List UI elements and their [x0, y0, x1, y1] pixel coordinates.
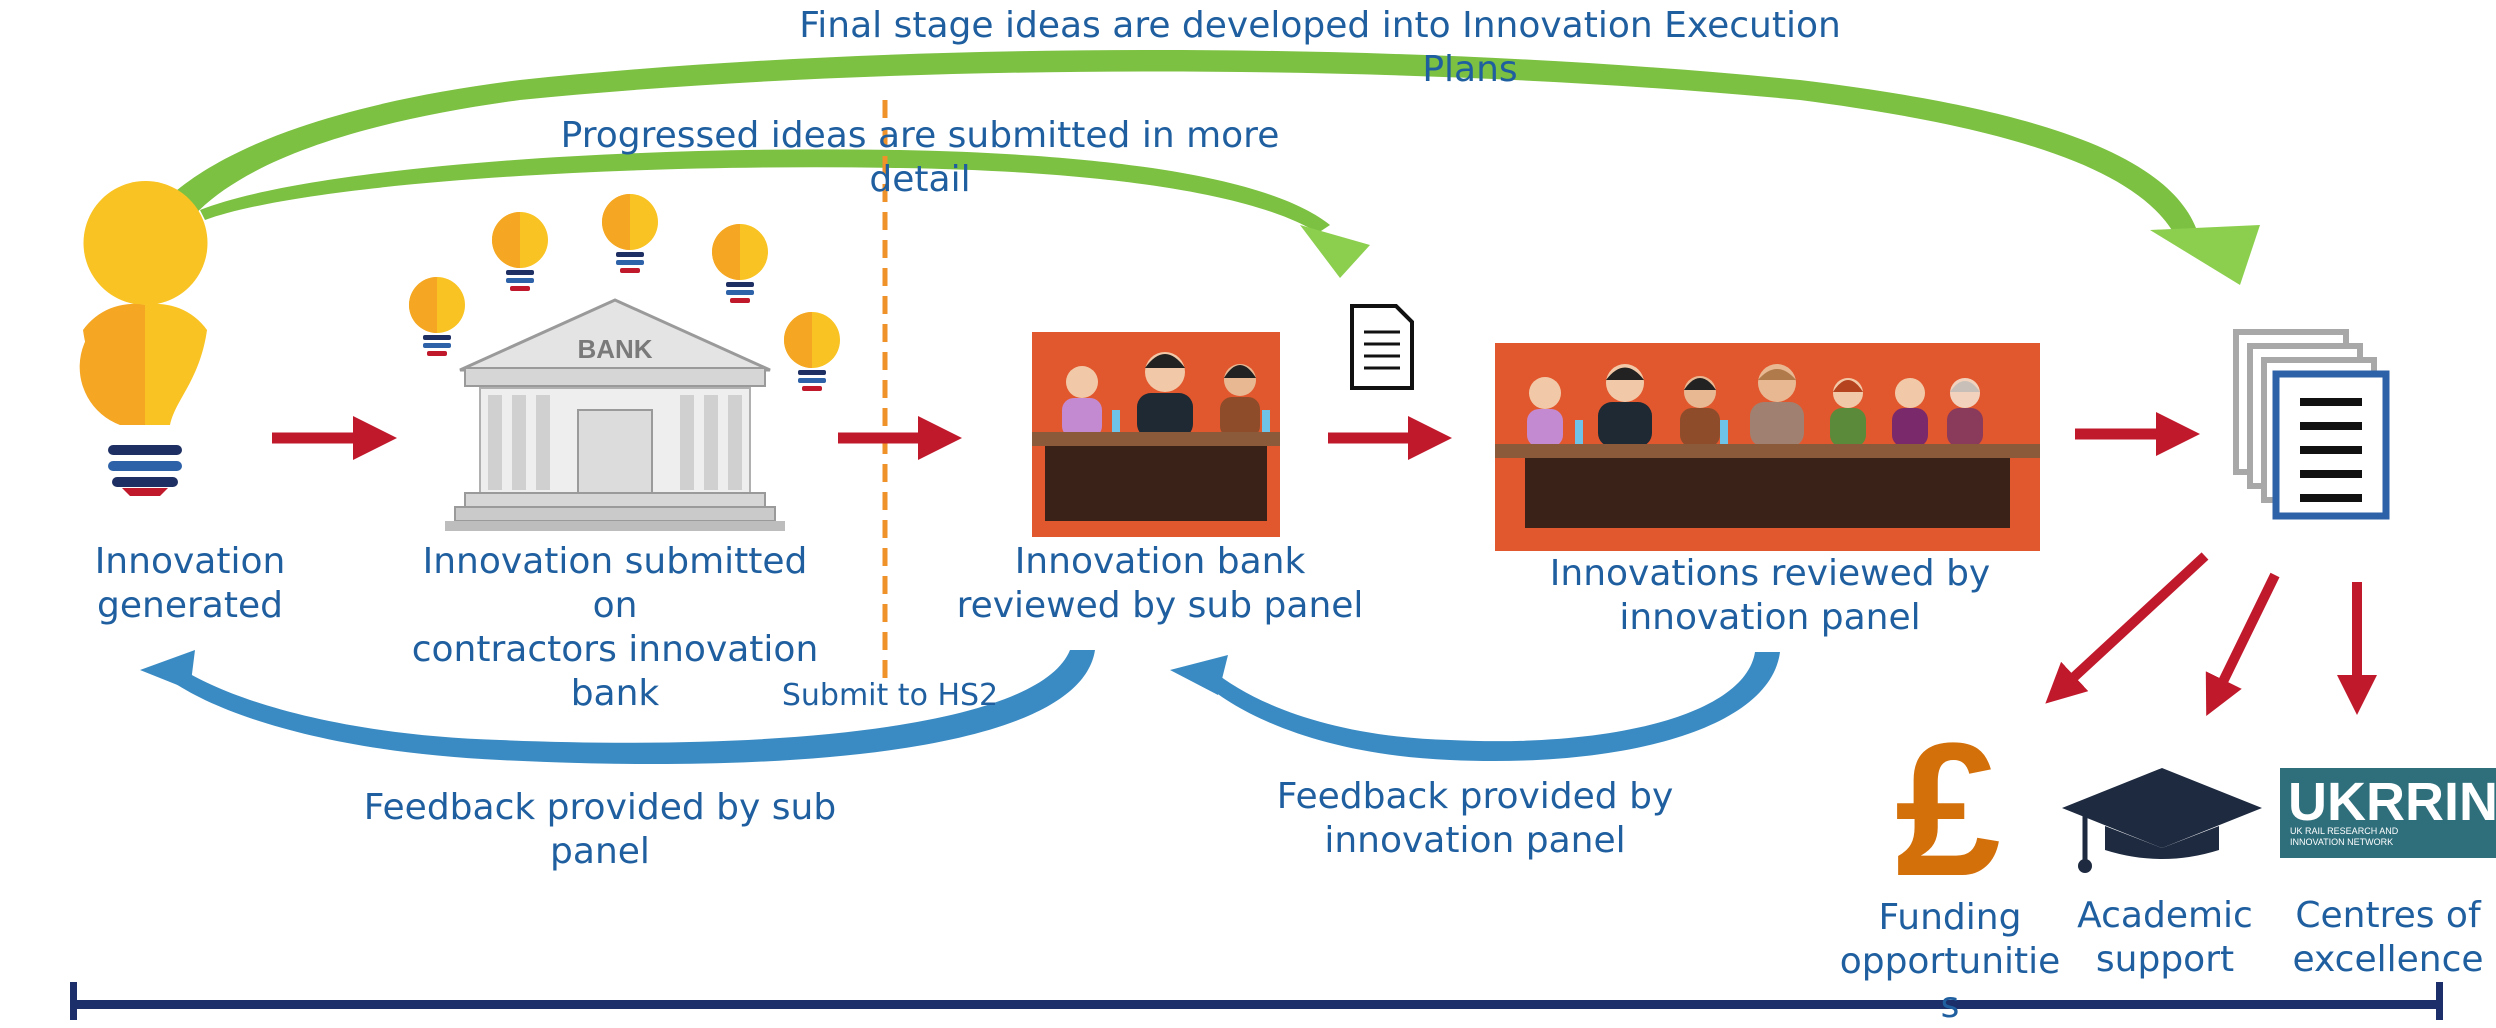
progressed-line-1: Progressed ideas are submitted in more [560, 115, 1280, 156]
step-subpanel-label: Innovation bank reviewed by sub panel [950, 540, 1370, 628]
final-stage-arrowhead [2150, 225, 2260, 285]
timeline-bar [70, 982, 2443, 1020]
submit-to-hs2-label: Submit to HS2 [770, 678, 1010, 714]
ukrrin-subline-1: UK RAIL RESEARCH AND [2290, 826, 2399, 836]
step-panel-label: Innovations reviewed by innovation panel [1530, 552, 2010, 640]
feedback-sub-line-2: panel [550, 831, 650, 872]
small-bulb-5 [784, 312, 840, 391]
outcome-funding-label: Funding opportunitie s [1830, 896, 2070, 1020]
small-bulb-4 [712, 224, 768, 303]
step-submitted-line-1: Innovation submitted on [422, 541, 808, 626]
sub-panel-image [1032, 332, 1280, 537]
innovation-panel-image [1495, 343, 2040, 551]
progressed-line-2: detail [869, 159, 971, 200]
idea-lightbulb-icon [79, 181, 208, 496]
feedback-sub-panel-arrow [140, 650, 1095, 765]
feedback-sub-label: Feedback provided by sub panel [330, 786, 870, 874]
step-submitted-line-2: contractors innovation [411, 629, 819, 670]
ukrrin-wordmark: UKRRIN [2288, 772, 2496, 832]
outcome-funding-line-3: s [1940, 985, 1960, 1020]
panel-people [1062, 352, 1270, 438]
final-stage-line-2: Plans [1422, 49, 1518, 90]
ukrrin-subline-2: INNOVATION NETWORK [2290, 837, 2393, 847]
outcome-funding-line-1: Funding [1878, 897, 2022, 938]
step-generated-text: Innovation generated [94, 541, 286, 626]
feedback-innov-line-1: Feedback provided by [1276, 776, 1674, 817]
final-stage-arrow [120, 50, 2260, 285]
execution-plans-documents-icon [2233, 329, 2390, 520]
outcome-arrow-funding [2045, 552, 2209, 704]
progressed-arrow [200, 149, 1370, 278]
outcome-academic-line-1: Academic [2077, 895, 2253, 936]
outcome-funding-line-2: opportunitie [1839, 941, 2061, 982]
outcome-centres-label: Centres of excellence [2280, 894, 2496, 982]
small-bulb-1 [409, 277, 465, 356]
final-stage-line-1: Final stage ideas are developed into Inn… [799, 5, 1841, 46]
final-stage-label: Final stage ideas are developed into Inn… [780, 4, 1860, 92]
bank-sign: BANK [577, 334, 652, 364]
step-submitted-line-3: bank [570, 673, 660, 714]
step-panel-line-2: innovation panel [1619, 597, 1921, 638]
feedback-sub-line-1: Feedback provided by sub [363, 787, 837, 828]
document-icon [1350, 304, 1414, 390]
progressed-arrowhead [1300, 225, 1370, 278]
small-bulb-2 [492, 212, 548, 291]
step-subpanel-line-1: Innovation bank [1014, 541, 1306, 582]
outcome-arrow-academic [2205, 572, 2280, 716]
small-lightbulb-icons [409, 194, 840, 391]
outcome-centres-line-2: excellence [2292, 939, 2484, 980]
outcome-academic-line-2: support [2095, 939, 2235, 980]
graduation-cap-icon [2062, 768, 2262, 873]
progressed-label: Progressed ideas are submitted in more d… [560, 114, 1280, 202]
submit-to-hs2-text: Submit to HS2 [781, 678, 999, 713]
pound-icon: £ [1895, 704, 2001, 916]
feedback-innovation-panel-arrow [1170, 652, 1780, 762]
ukrrin-logo: UKRRIN UK RAIL RESEARCH AND INNOVATION N… [2280, 768, 2496, 858]
outcome-academic-label: Academic support [2060, 894, 2270, 982]
step-panel-line-1: Innovations reviewed by [1549, 553, 1991, 594]
step-submitted-label: Innovation submitted on contractors inno… [395, 540, 835, 716]
feedback-innov-label: Feedback provided by innovation panel [1230, 775, 1720, 863]
bank-building-icon: BANK [445, 298, 785, 531]
outcome-centres-line-1: Centres of [2295, 895, 2481, 936]
feedback-innov-line-2: innovation panel [1324, 820, 1626, 861]
step-generated-label: Innovation generated [0, 540, 380, 628]
small-bulb-3 [602, 194, 658, 273]
step-subpanel-line-2: reviewed by sub panel [956, 585, 1364, 626]
